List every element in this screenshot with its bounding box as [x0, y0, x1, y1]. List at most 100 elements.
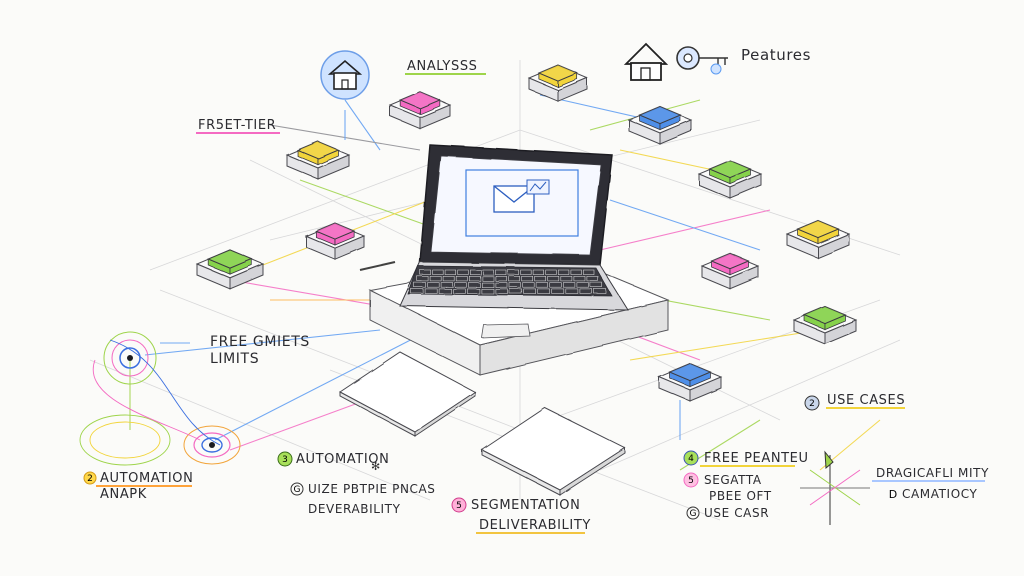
- label-free-tier: FR5ET-TIER: [198, 118, 276, 133]
- tile-base-right: [729, 173, 762, 199]
- key: [534, 275, 546, 282]
- key: [532, 269, 544, 275]
- sketch-panels: [339, 351, 627, 496]
- key: [482, 269, 494, 275]
- key: [545, 269, 557, 275]
- tile-base-right: [317, 154, 350, 180]
- key: [579, 288, 593, 294]
- key: [416, 275, 429, 282]
- tile-yellow: [285, 140, 351, 180]
- tile-top: [314, 222, 356, 240]
- label-free-short: PBEE OFT: [709, 489, 772, 503]
- tile-base-right: [229, 263, 264, 290]
- key-icon: [676, 46, 728, 75]
- house-icon: [623, 42, 669, 81]
- key: [495, 275, 507, 282]
- tile-pink: [700, 252, 760, 290]
- marker-automation: 3: [282, 455, 288, 465]
- tile-green: [195, 249, 265, 290]
- laptop: [368, 144, 670, 376]
- label-free-limits: FREE GMIETS: [210, 334, 310, 350]
- label-features: Peatures: [741, 46, 811, 64]
- label-segmentation: SEGMENTATION: [471, 498, 580, 513]
- key: [560, 275, 573, 282]
- key: [507, 269, 519, 275]
- key: [455, 275, 468, 282]
- house-icon: [320, 50, 370, 100]
- label-use-case-short: USE CASR: [704, 506, 769, 520]
- orbit-lines: [79, 339, 221, 466]
- label-automation: AUTOMATION: [296, 452, 389, 467]
- key: [495, 288, 508, 294]
- label-limits: LIMITS: [210, 351, 259, 367]
- tile-top: [398, 91, 442, 109]
- tile-group: [195, 64, 858, 402]
- label-segment-short: SEGATTA: [704, 473, 762, 487]
- key: [537, 288, 550, 294]
- key: [424, 288, 438, 294]
- key: [419, 269, 431, 275]
- key: [535, 282, 548, 288]
- key: [521, 275, 533, 282]
- key: [562, 282, 576, 288]
- key: [468, 275, 481, 282]
- marker-segmentation: 5: [456, 501, 462, 511]
- tile-base-right: [659, 119, 692, 145]
- key: [520, 269, 532, 275]
- key: [565, 288, 579, 294]
- tile-base-right: [689, 376, 722, 402]
- marker-drag: D: [889, 488, 897, 501]
- label-use-cases: USE CASES: [827, 393, 905, 408]
- key: [557, 269, 570, 275]
- label-drag-2: CAMATIOCY: [902, 487, 978, 501]
- key: [440, 282, 454, 288]
- tile-top: [803, 305, 847, 325]
- label-free-feature: FREE PEANTEU: [704, 451, 809, 466]
- tile-pink: [388, 91, 452, 130]
- chart-icon: [526, 179, 550, 195]
- tile-top: [668, 362, 712, 382]
- tile-base-right: [557, 77, 588, 102]
- key: [444, 269, 457, 275]
- key: [586, 275, 599, 282]
- tile-base-right: [729, 265, 759, 290]
- tile-base-right: [334, 235, 365, 260]
- label-usage-line: UIZE PBTPIE PNCAS: [308, 482, 436, 496]
- key: [467, 282, 481, 288]
- key: [523, 288, 536, 294]
- key: [452, 288, 466, 294]
- key: [495, 269, 507, 275]
- key: [454, 282, 467, 288]
- tile-base-right: [824, 319, 857, 345]
- tile-green: [792, 305, 858, 345]
- tile-base-right: [419, 104, 451, 130]
- key: [508, 282, 521, 288]
- key: [481, 282, 494, 288]
- key: [549, 282, 562, 288]
- target-icon: [183, 425, 241, 465]
- key: [547, 275, 560, 282]
- tile-top: [710, 252, 750, 270]
- marker-segment-short: 5: [688, 476, 694, 486]
- key: [410, 288, 424, 294]
- key: [551, 288, 565, 294]
- tile-pink: [304, 222, 366, 260]
- key: [593, 288, 607, 294]
- mark-asterisk: ✻: [371, 460, 381, 473]
- label-deliverability-1: DEVERABILITY: [308, 502, 401, 516]
- key: [429, 275, 442, 282]
- tile-green: [697, 159, 763, 199]
- key: [438, 288, 452, 294]
- tile-blue: [657, 362, 723, 402]
- marker-use-case-short: G: [690, 509, 697, 519]
- marker-use-cases: 2: [809, 399, 815, 409]
- laptop-screen: [465, 169, 579, 237]
- key: [482, 275, 494, 282]
- key: [495, 282, 508, 288]
- key: [508, 275, 520, 282]
- marker-automation-analytics: 2: [87, 474, 93, 484]
- tile-top: [638, 105, 682, 125]
- key: [466, 288, 480, 294]
- key: [413, 282, 426, 288]
